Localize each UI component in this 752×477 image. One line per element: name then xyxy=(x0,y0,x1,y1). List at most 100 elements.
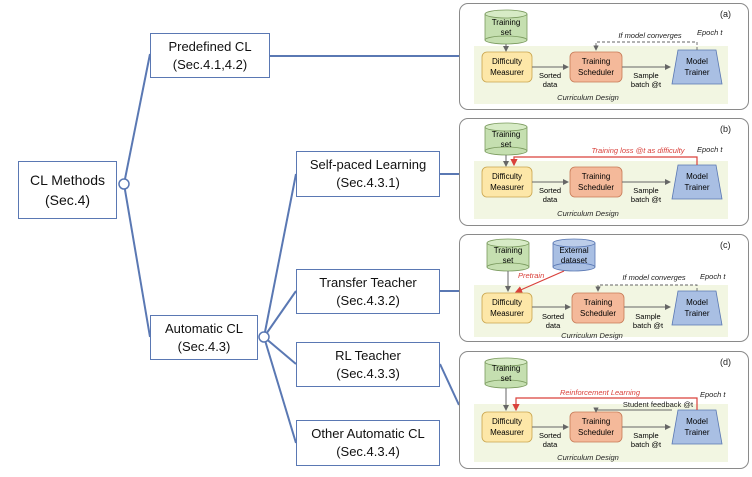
training-scheduler-box: Training Scheduler xyxy=(569,411,623,443)
training-set-label-line1: Training xyxy=(494,246,523,255)
panel-c-transfer-teacher: (c) Epoch t Training set External datase… xyxy=(459,234,749,342)
node-predefined-cl-section: (Sec.4.1,4.2) xyxy=(172,56,248,72)
node-other-automatic-cl-section: (Sec.4.3.4) xyxy=(336,444,400,459)
node-transfer-teacher-section: (Sec.4.3.2) xyxy=(336,292,400,308)
training-set-label-line2: set xyxy=(501,140,512,149)
node-predefined-cl-title: Predefined CL xyxy=(168,38,252,54)
connector-automatic-to-rl xyxy=(263,336,297,365)
node-other-automatic-cl-title: Other Automatic CL xyxy=(311,426,425,441)
feedback-arrow xyxy=(510,156,698,167)
curriculum-design-label: Curriculum Design xyxy=(557,209,619,218)
node-cl-methods-title: CL Methods xyxy=(30,172,105,188)
node-rl-teacher: RL Teacher (Sec.4.3.3) xyxy=(296,342,440,387)
sorted-data-line2: data xyxy=(546,321,561,330)
node-other-automatic-cl: Other Automatic CL (Sec.4.3.4) xyxy=(296,420,440,466)
training-scheduler-line2: Scheduler xyxy=(578,428,614,437)
model-trainer-shape: Model Trainer xyxy=(671,290,723,326)
training-set-label-line1: Training xyxy=(492,18,521,27)
curriculum-design-label: Curriculum Design xyxy=(557,93,619,102)
training-set-cylinder: Training set xyxy=(486,238,530,272)
epoch-label: Epoch t xyxy=(700,390,726,399)
reinforcement-learning-label: Reinforcement Learning xyxy=(560,388,641,397)
difficulty-measurer-line1: Difficulty xyxy=(492,298,522,307)
model-trainer-line1: Model xyxy=(686,417,708,426)
training-set-cylinder: Training set xyxy=(484,9,528,45)
model-trainer-shape: Model Trainer xyxy=(671,409,723,445)
external-dataset-line2: dataset xyxy=(561,256,588,265)
feedback-label: Training loss @t as difficulty xyxy=(592,146,686,155)
panel-a-predefined-cl: (a) Epoch t Training set Difficulty Meas… xyxy=(459,3,749,110)
connector-root-to-predefined xyxy=(123,53,151,185)
difficulty-measurer-box: Difficulty Measurer xyxy=(481,166,533,198)
curriculum-design-label: Curriculum Design xyxy=(561,331,623,340)
reinforcement-learning-arrow xyxy=(512,397,698,412)
node-cl-methods-section: (Sec.4) xyxy=(44,192,91,208)
training-set-label-line2: set xyxy=(503,256,514,265)
sorted-data-line1: Sorted xyxy=(539,71,561,80)
node-transfer-teacher: Transfer Teacher (Sec.4.3.2) xyxy=(296,269,440,314)
training-scheduler-line2: Scheduler xyxy=(578,183,614,192)
sample-batch-line2: batch @t xyxy=(631,440,662,449)
sorted-data-line1: Sorted xyxy=(539,186,561,195)
training-set-label-line2: set xyxy=(501,28,512,37)
node-transfer-teacher-title: Transfer Teacher xyxy=(319,274,417,290)
sorted-data-line1: Sorted xyxy=(542,312,564,321)
difficulty-measurer-box: Difficulty Measurer xyxy=(481,411,533,443)
epoch-label: Epoch t xyxy=(697,145,723,154)
difficulty-measurer-line1: Difficulty xyxy=(492,417,522,426)
model-trainer-line1: Model xyxy=(686,57,708,66)
pretrain-label: Pretrain xyxy=(518,271,544,280)
model-trainer-line2: Trainer xyxy=(684,68,709,77)
external-dataset-cylinder: External dataset xyxy=(552,238,596,272)
difficulty-measurer-line2: Measurer xyxy=(490,309,524,318)
sample-batch-line1: Sample xyxy=(633,186,658,195)
difficulty-measurer-box: Difficulty Measurer xyxy=(481,51,533,83)
feedback-arrow xyxy=(593,41,698,51)
connector-rl-to-panel-d xyxy=(439,363,460,406)
student-feedback-arrow xyxy=(593,407,672,413)
model-trainer-shape: Model Trainer xyxy=(671,49,723,85)
sample-batch-line1: Sample xyxy=(633,431,658,440)
difficulty-measurer-line2: Measurer xyxy=(490,68,524,77)
training-scheduler-box: Training Scheduler xyxy=(569,166,623,198)
panel-label: (a) xyxy=(720,9,731,19)
node-self-paced-learning: Self-paced Learning (Sec.4.3.1) xyxy=(296,151,440,197)
sorted-data-line2: data xyxy=(543,440,558,449)
training-scheduler-line1: Training xyxy=(582,417,611,426)
epoch-label: Epoch t xyxy=(697,28,723,37)
sorted-data-line2: data xyxy=(543,80,558,89)
node-cl-methods: CL Methods (Sec.4) xyxy=(18,161,117,219)
training-scheduler-line2: Scheduler xyxy=(578,68,614,77)
sorted-data-line2: data xyxy=(543,195,558,204)
feedback-label: If model converges xyxy=(622,273,686,282)
sample-batch-line1: Sample xyxy=(635,312,660,321)
model-trainer-line1: Model xyxy=(686,298,708,307)
panel-label: (c) xyxy=(720,240,731,250)
training-scheduler-line2: Scheduler xyxy=(580,309,616,318)
node-rl-teacher-section: (Sec.4.3.3) xyxy=(336,365,400,381)
model-trainer-line2: Trainer xyxy=(684,183,709,192)
sample-batch-line2: batch @t xyxy=(631,80,662,89)
feedback-arrow xyxy=(595,284,698,292)
external-dataset-line1: External xyxy=(559,246,589,255)
model-trainer-shape: Model Trainer xyxy=(671,164,723,200)
difficulty-measurer-line2: Measurer xyxy=(490,183,524,192)
junction-root xyxy=(118,178,130,190)
model-trainer-line2: Trainer xyxy=(684,309,709,318)
sample-batch-line1: Sample xyxy=(633,71,658,80)
training-set-label-line2: set xyxy=(501,374,512,383)
panel-b-self-paced-learning: (b) Epoch t Training set Difficulty Meas… xyxy=(459,118,749,226)
sample-batch-line2: batch @t xyxy=(631,195,662,204)
training-scheduler-line1: Training xyxy=(582,57,611,66)
pretrain-arrow xyxy=(514,270,565,293)
training-set-cylinder: Training set xyxy=(484,122,528,156)
training-set-cylinder: Training set xyxy=(484,357,528,389)
feedback-label: If model converges xyxy=(618,31,682,40)
panel-d-rl-teacher: (d) Epoch t Training set Difficulty Meas… xyxy=(459,351,749,469)
difficulty-measurer-line2: Measurer xyxy=(490,428,524,437)
training-set-label-line1: Training xyxy=(492,130,521,139)
curriculum-design-label: Curriculum Design xyxy=(557,453,619,462)
training-scheduler-line1: Training xyxy=(584,298,613,307)
model-trainer-line2: Trainer xyxy=(684,428,709,437)
